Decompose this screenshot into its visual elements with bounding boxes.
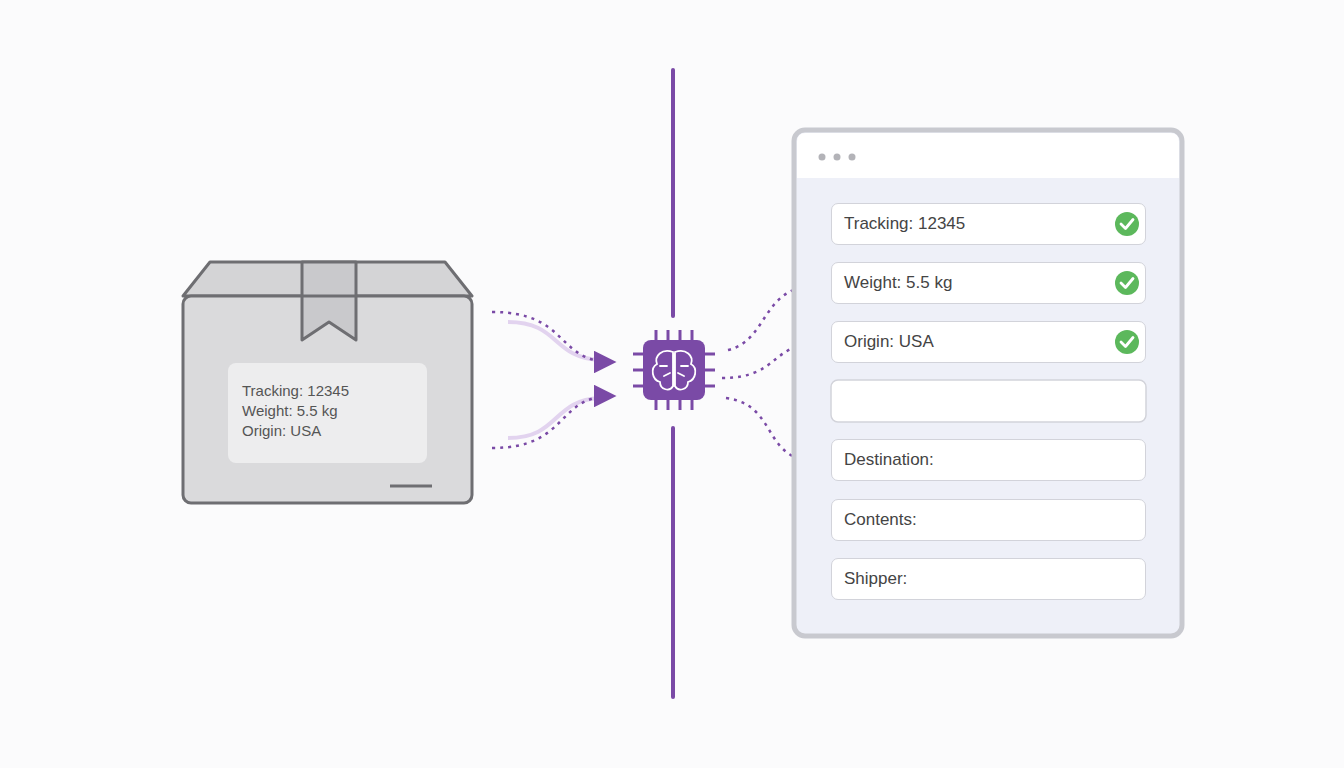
field-text: Origin: USA bbox=[844, 332, 934, 352]
field-text: Destination: bbox=[844, 450, 934, 470]
package-box bbox=[183, 262, 472, 503]
check-icon bbox=[1115, 212, 1139, 236]
field-text: Contents: bbox=[844, 510, 917, 530]
form-field: Origin: USA bbox=[831, 321, 1146, 363]
check-mark bbox=[1121, 279, 1133, 288]
form-field: Contents: bbox=[831, 499, 1146, 541]
check-icon bbox=[1115, 271, 1139, 295]
field-text: Weight: 5.5 kg bbox=[844, 273, 952, 293]
check-mark bbox=[1121, 220, 1133, 229]
field-text: Shipper: bbox=[844, 569, 907, 589]
empty-field bbox=[831, 380, 1146, 422]
field-text: Weight: 5.5 kg bbox=[242, 401, 413, 421]
check-icon bbox=[1115, 330, 1139, 354]
field-text: Tracking: 12345 bbox=[844, 214, 965, 234]
form-window bbox=[794, 130, 1182, 636]
form-field: Destination: bbox=[831, 439, 1146, 481]
shipping-label: Tracking: 12345Weight: 5.5 kgOrigin: USA bbox=[228, 363, 427, 463]
form-field: Shipper: bbox=[831, 558, 1146, 600]
field-text: Origin: USA bbox=[242, 421, 413, 441]
field-text: Tracking: 12345 bbox=[242, 381, 413, 401]
form-field: Tracking: 12345 bbox=[831, 203, 1146, 245]
form-field: Weight: 5.5 kg bbox=[831, 262, 1146, 304]
check-mark bbox=[1121, 338, 1133, 347]
input-flow bbox=[492, 312, 612, 448]
ai-chip bbox=[633, 330, 715, 410]
